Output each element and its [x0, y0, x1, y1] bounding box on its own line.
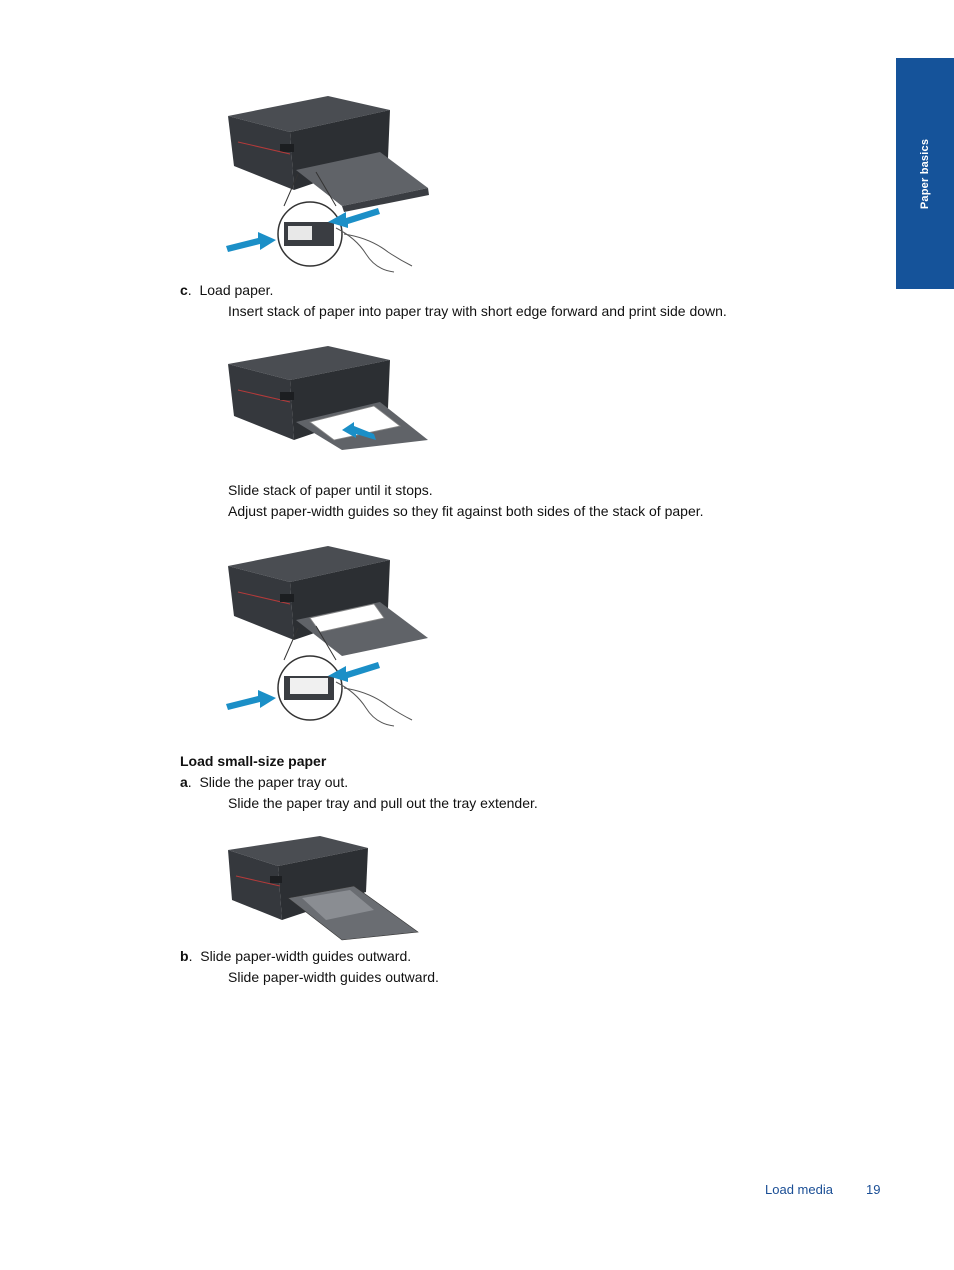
printer-guides-inset-illustration [226, 96, 429, 273]
step-c-line: c. Load paper. [180, 282, 274, 298]
side-tab-label: Paper basics [919, 138, 931, 210]
step-a-letter: a [180, 774, 188, 790]
step-b-line: b. Slide paper-width guides outward. [180, 948, 412, 964]
printer-tray-extended-illustration [228, 836, 419, 941]
footer-page-number: 19 [866, 1182, 881, 1197]
c-after-line-2: Adjust paper-width guides so they fit ag… [228, 503, 704, 519]
step-a-title: Slide the paper tray out. [199, 774, 349, 790]
section-heading: Load small-size paper [180, 753, 327, 769]
step-a-line: a. Slide the paper tray out. [180, 774, 349, 790]
step-b-letter: b [180, 948, 189, 964]
chapter-side-tab: Paper basics [896, 58, 954, 289]
step-c-instruction: Insert stack of paper into paper tray wi… [228, 303, 727, 319]
printer-load-paper-illustration [228, 346, 428, 450]
step-a-instruction: Slide the paper tray and pull out the tr… [228, 795, 538, 811]
step-c-title: Load paper. [199, 282, 274, 298]
printer-adjust-guides-illustration [226, 546, 428, 727]
step-b-instruction: Slide paper-width guides outward. [228, 969, 439, 985]
step-c-letter: c [180, 282, 188, 298]
c-after-line-1: Slide stack of paper until it stops. [228, 482, 433, 498]
step-b-title: Slide paper-width guides outward. [200, 948, 412, 964]
footer-section-name: Load media [765, 1182, 833, 1197]
